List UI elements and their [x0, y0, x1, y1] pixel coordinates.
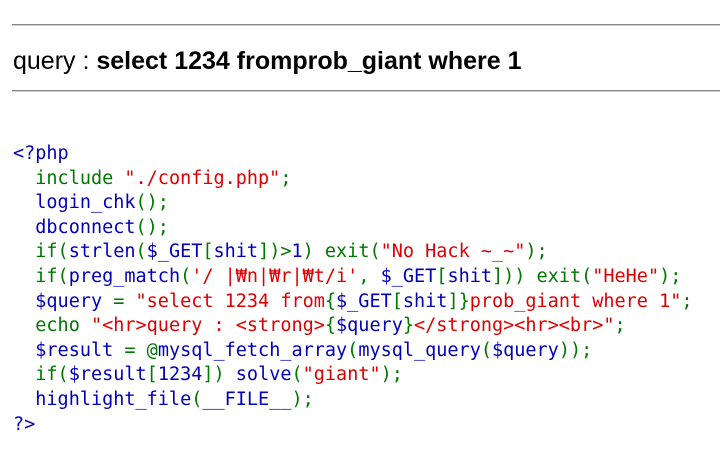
code-token: 1234: [157, 364, 203, 386]
code-token: dbconnect: [13, 216, 136, 238]
code-token: preg_match: [68, 265, 181, 287]
code-token: }: [402, 315, 414, 337]
code-token: shit: [213, 241, 259, 263]
code-token: <?php: [13, 143, 69, 164]
top-divider: [12, 24, 720, 26]
code-token: (: [347, 339, 359, 361]
code-token: $result: [68, 364, 147, 386]
code-token: $result: [13, 339, 125, 361]
code-line: ?>: [13, 413, 692, 438]
code-token: prob_giant where 1": [469, 290, 682, 312]
code-line: include "./config.php";: [13, 167, 692, 192]
code-token: if(: [35, 241, 69, 263]
code-token: ));: [558, 339, 593, 361]
code-line: login_chk();: [13, 191, 692, 216]
code-token: =: [113, 290, 136, 312]
code-token: echo: [35, 315, 91, 337]
code-token: $_GET: [336, 290, 392, 312]
code-token: );: [659, 265, 682, 287]
code-token: 1: [291, 241, 303, 263]
code-token: $_GET: [146, 241, 203, 263]
code-token: __FILE__: [202, 388, 292, 410]
code-token: ?>: [13, 413, 36, 435]
code-line: dbconnect();: [13, 216, 692, 241]
php-source-code: <?php include "./config.php"; login_chk(…: [13, 142, 692, 437]
code-token: [13, 315, 35, 336]
code-token: [13, 168, 35, 189]
code-token: strlen: [68, 241, 136, 263]
code-token: highlight_file: [13, 388, 192, 410]
code-token: $_GET: [380, 265, 437, 287]
code-token: [13, 364, 35, 385]
code-token: </strong><hr><br>": [414, 315, 615, 337]
code-token: ])>: [258, 241, 292, 263]
code-token: [: [436, 265, 448, 287]
code-token: mysql_fetch_array: [157, 339, 348, 361]
code-token: ();: [135, 192, 169, 214]
code-token: [: [202, 241, 214, 263]
code-token: ();: [135, 216, 169, 238]
code-token: mysql_query: [358, 339, 481, 361]
code-token: );: [525, 241, 548, 263]
code-token: (: [180, 265, 192, 287]
code-token: = @: [124, 339, 158, 361]
query-output: query : select 1234 fromprob_giant where…: [13, 44, 522, 78]
code-token: "<hr>query : <strong>: [90, 315, 325, 337]
code-token: (: [480, 339, 492, 361]
code-token: '/ |₩n|₩r|₩t/i': [191, 265, 359, 287]
code-token: [13, 266, 35, 287]
code-token: );: [291, 388, 314, 410]
code-token: ;: [681, 290, 693, 312]
code-token: "No Hack ~_~": [380, 241, 526, 263]
code-token: "giant": [302, 364, 381, 386]
code-line: highlight_file(__FILE__);: [13, 388, 692, 413]
code-token: {: [324, 315, 337, 337]
code-token: if(: [35, 364, 69, 386]
code-line: echo "<hr>query : <strong>{$query}</stro…: [13, 314, 692, 339]
code-line: $query = "select 1234 from{$_GET[shit]}p…: [13, 290, 692, 315]
code-token: );: [380, 364, 403, 386]
code-token: $query: [491, 339, 559, 361]
code-token: login_chk: [13, 192, 136, 214]
code-token: [: [146, 364, 158, 386]
code-line: <?php: [13, 142, 692, 167]
code-token: "HeHe": [592, 265, 660, 287]
code-line: if(strlen($_GET[shit])>1) exit("No Hack …: [13, 240, 692, 265]
code-token: [: [391, 290, 403, 312]
code-token: (: [191, 388, 203, 410]
code-token: ]): [202, 364, 236, 386]
code-token: ,: [358, 265, 381, 287]
code-token: "./config.php": [124, 167, 281, 189]
code-token: ;: [280, 167, 292, 189]
code-line: if($result[1234]) solve("giant");: [13, 363, 692, 388]
code-token: $query: [336, 315, 403, 337]
code-token: "select 1234 from: [135, 290, 325, 312]
query-prefix: query :: [13, 47, 97, 75]
code-token: ) exit(: [302, 241, 381, 263]
code-token: $query: [13, 290, 114, 312]
code-token: solve: [235, 364, 292, 386]
code-token: shit: [447, 265, 492, 287]
query-value: select 1234 fromprob_giant where 1: [96, 47, 522, 75]
code-token: [13, 241, 35, 262]
code-token: ]}: [447, 290, 470, 312]
code-token: shit: [402, 290, 448, 312]
code-token: ])) exit(: [492, 265, 593, 287]
code-line: if(preg_match('/ |₩n|₩r|₩t/i', $_GET[shi…: [13, 265, 692, 290]
code-token: (: [291, 364, 303, 386]
code-token: (: [135, 241, 147, 263]
code-token: {: [324, 290, 337, 312]
code-token: include: [35, 167, 125, 189]
code-token: ;: [614, 315, 626, 337]
code-line: $result = @mysql_fetch_array(mysql_query…: [13, 339, 692, 364]
bottom-divider: [12, 90, 720, 92]
code-token: if(: [35, 265, 69, 287]
